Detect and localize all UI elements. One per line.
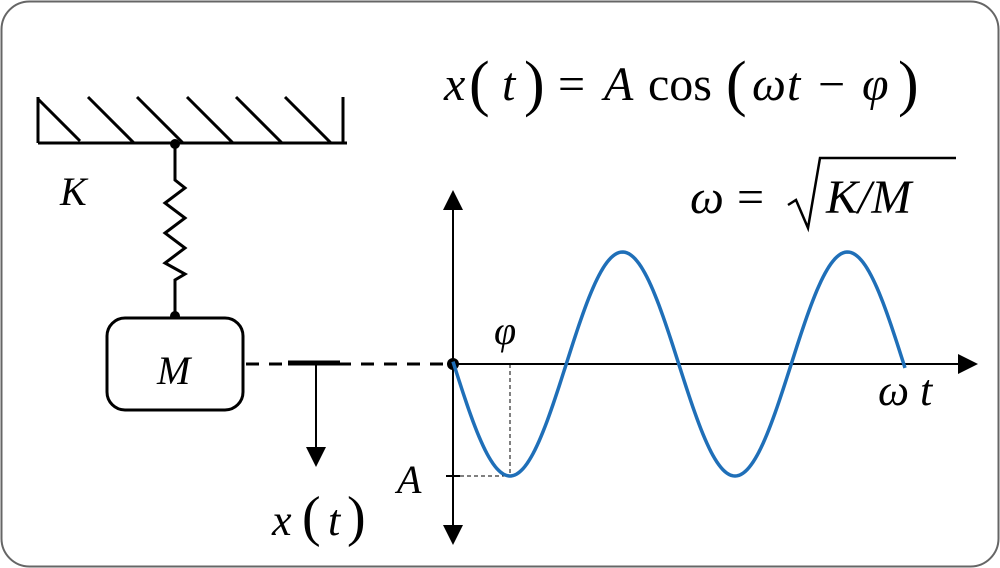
mass-block	[105, 316, 245, 412]
mass-label: M	[156, 348, 193, 393]
amplitude-label: A	[394, 457, 422, 502]
frequency-ratio: K/M	[825, 171, 914, 224]
ceiling-support	[36, 95, 347, 145]
sqrt-sign	[787, 156, 956, 233]
frequency-equation: ω =	[690, 171, 764, 224]
displacement-wave	[451, 250, 907, 478]
spring-constant-label: K	[59, 169, 89, 214]
equation: x ( t ) = A cos ( ω t − φ )	[443, 50, 919, 118]
displacement-label: x ( t )	[271, 486, 366, 548]
x-axis-label: ω t	[878, 366, 934, 415]
phase-label: φ	[494, 308, 516, 353]
